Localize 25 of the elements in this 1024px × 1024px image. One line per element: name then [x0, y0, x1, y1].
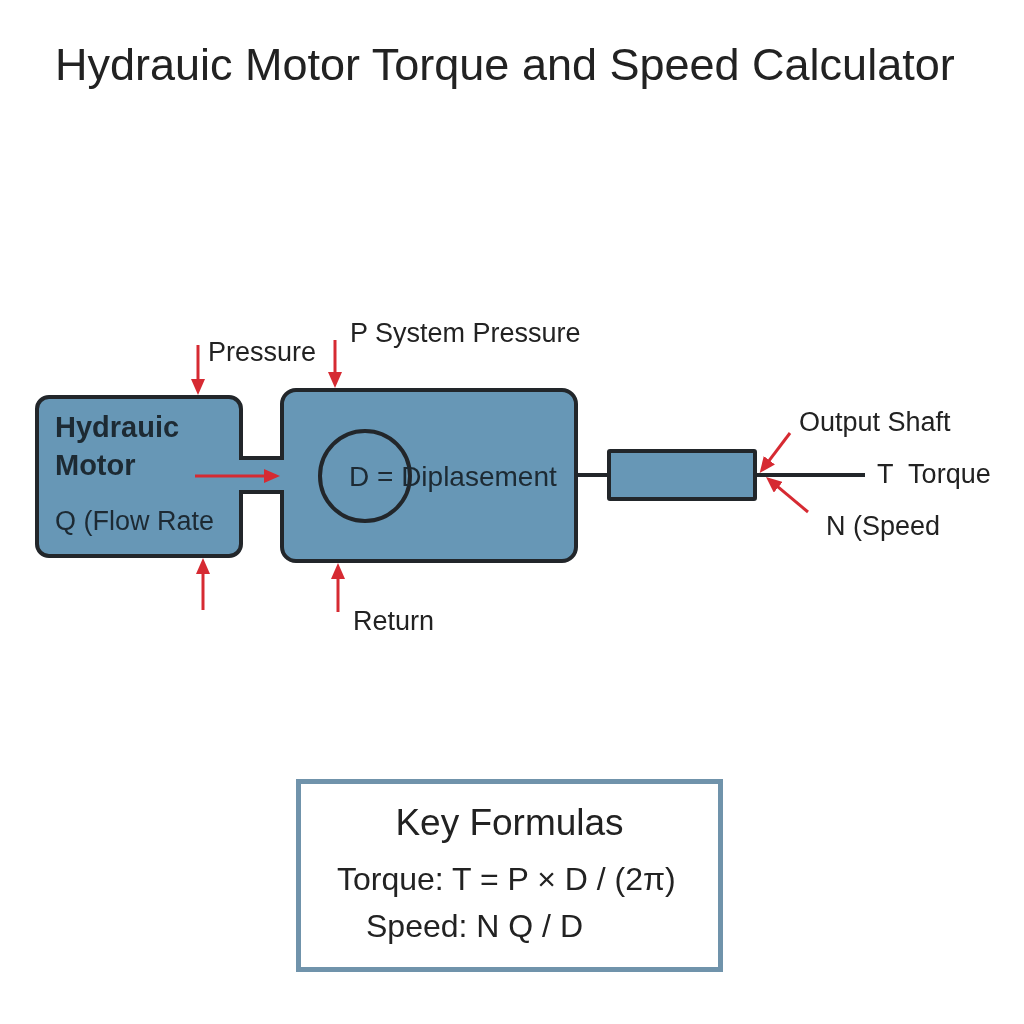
edge-label: Return: [353, 605, 435, 638]
formula-panel: [296, 779, 723, 972]
diagram-title: Hydrauic Motor Torque and Speed Calculator: [55, 39, 955, 91]
shaft-bar: [757, 473, 865, 477]
shaft-caption: T Torque: [877, 458, 991, 491]
motor-block: [35, 395, 243, 558]
connector-line: [578, 473, 607, 477]
block-heading: Hydrauic Motor: [55, 410, 181, 483]
arrow: [759, 432, 792, 473]
formula-text: Speed: N Q / D: [366, 907, 583, 945]
block-text: Q (Flow Rate: [55, 505, 215, 538]
pipe-channel: [237, 456, 286, 494]
formula-text: Torque: T = P × D / (2π): [337, 860, 676, 898]
arrow: [766, 477, 809, 514]
edge-label: Pressure: [208, 336, 317, 369]
housing-block: [280, 388, 578, 563]
coupling-block: [607, 449, 757, 501]
panel-heading: Key Formulas: [394, 801, 625, 845]
edge-label: N (Speed: [826, 510, 941, 543]
arrow: [191, 345, 205, 395]
arrow: [328, 340, 342, 388]
arrow: [196, 558, 210, 610]
edge-label: P System Pressure: [350, 317, 581, 350]
edge-label: Output Shaft: [799, 406, 951, 439]
arrow: [331, 563, 345, 612]
